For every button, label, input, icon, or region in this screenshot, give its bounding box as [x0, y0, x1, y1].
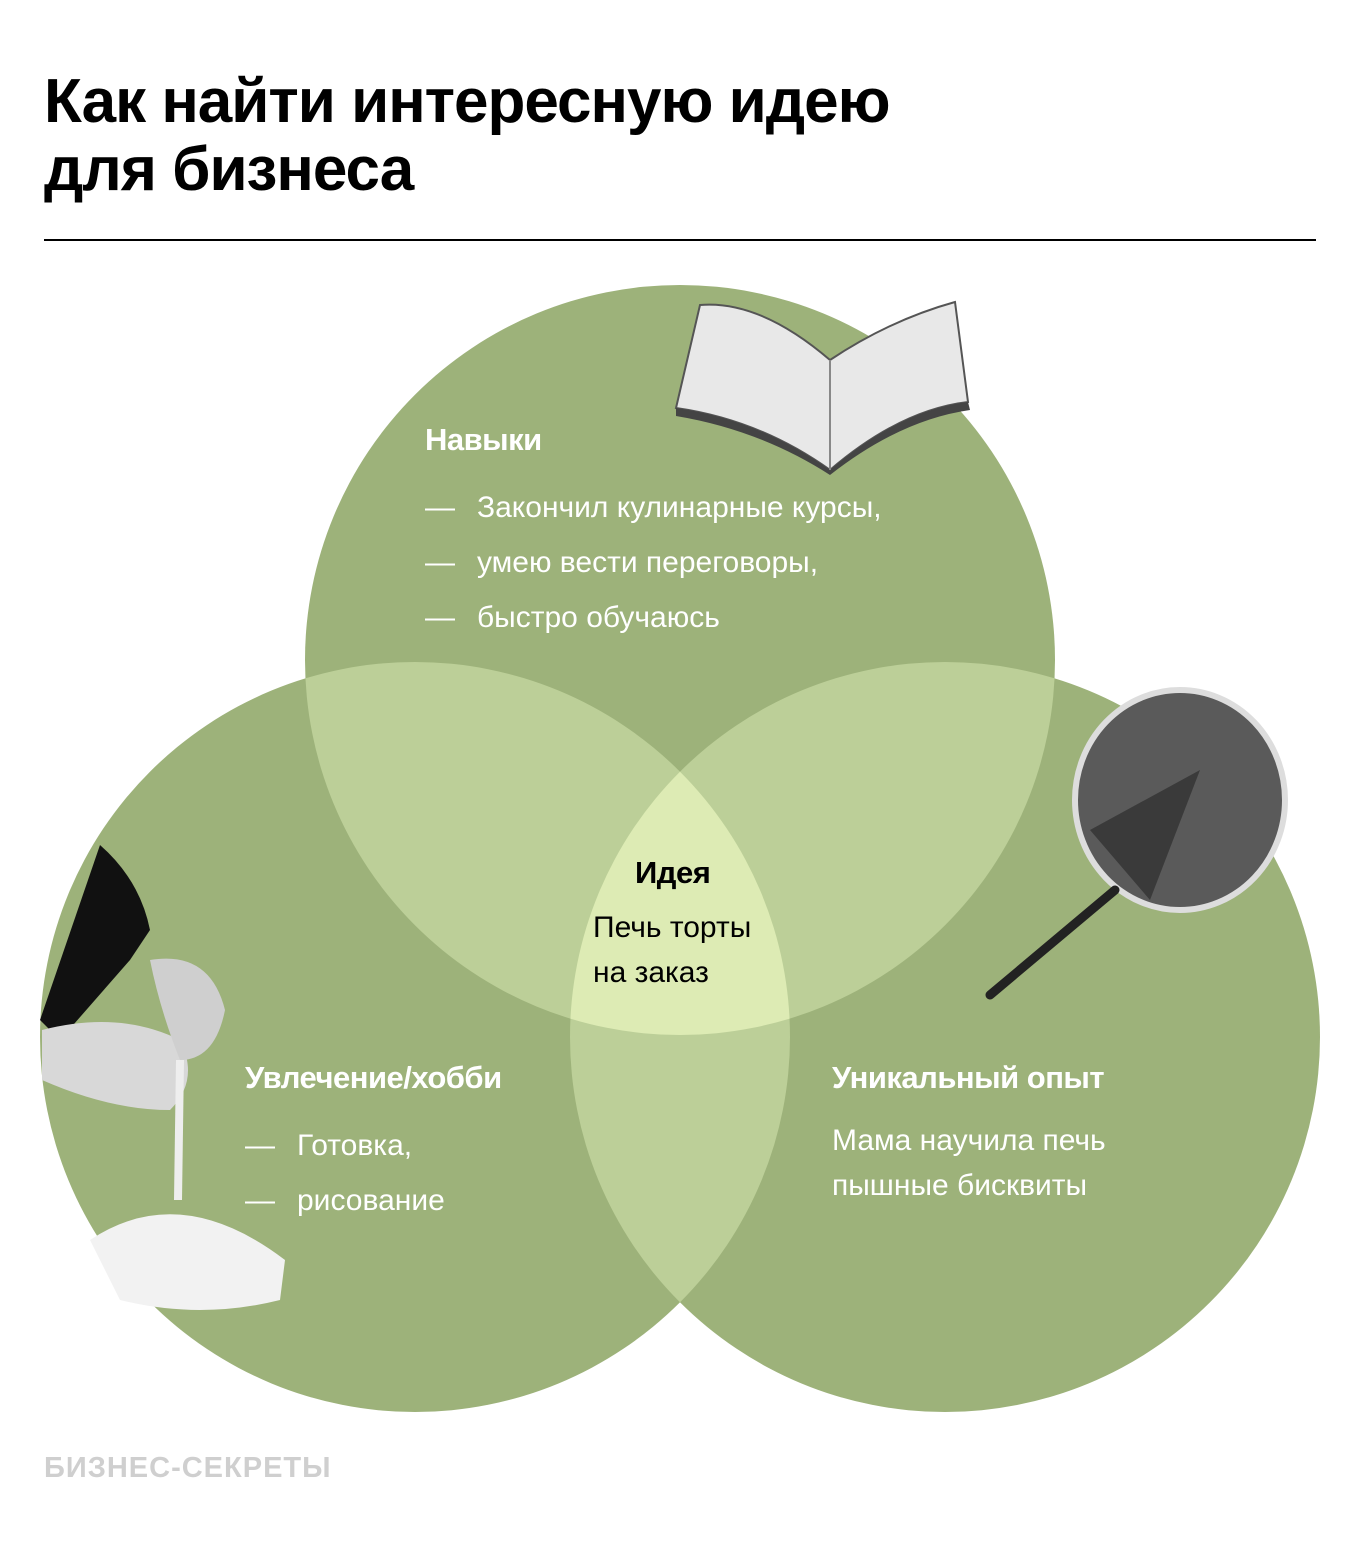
hands-cracking-egg-image — [40, 845, 285, 1310]
title-line-2: для бизнеса — [44, 135, 414, 204]
dash: — — [425, 601, 455, 634]
experience-block: Уникальный опыт Мама научила печь пышные… — [832, 1060, 1106, 1208]
overlap-skills-experience — [570, 662, 1055, 1035]
open-book-image — [674, 300, 970, 475]
dash: — — [245, 1184, 275, 1217]
overlap-skills-hobby — [305, 662, 790, 1035]
skills-item: — умею вести переговоры, — [425, 535, 882, 590]
skills-heading: Навыки — [425, 422, 542, 457]
experience-heading: Уникальный опыт — [832, 1060, 1105, 1095]
skills-item-text: умею вести переговоры, — [477, 546, 819, 579]
idea-text-line-2: на заказ — [593, 956, 709, 989]
dash: — — [425, 546, 455, 579]
title-divider — [44, 239, 1316, 241]
skills-item-text: быстро обучаюсь — [477, 601, 720, 634]
idea-block: Идея Печь торты на заказ — [593, 855, 751, 995]
skills-block: Навыки — Закончил кулинарные курсы, — умею… — [425, 422, 882, 645]
title-line-1: Как найти интересную идею — [44, 67, 891, 136]
hobby-item: — Готовка, — [245, 1118, 502, 1173]
sponge-cake-pan-image — [985, 687, 1288, 1000]
hobby-item-text: Готовка, — [297, 1129, 413, 1162]
experience-text-line-1: Мама научила печь — [832, 1124, 1106, 1157]
idea-text-line-1: Печь торты — [593, 911, 752, 944]
skills-item: — быстро обучаюсь — [425, 590, 882, 645]
hobby-item-text: рисование — [297, 1184, 445, 1217]
skills-item-text: Закончил кулинарные курсы, — [477, 491, 882, 524]
experience-text-line-2: пышные бисквиты — [832, 1169, 1088, 1202]
brand-logo: БИЗНЕС-СЕКРЕТЫ — [44, 1452, 332, 1484]
dash: — — [245, 1129, 275, 1162]
idea-heading: Идея — [635, 855, 711, 890]
hobby-item: — рисование — [245, 1173, 502, 1228]
dash: — — [425, 491, 455, 524]
hobby-block: Увлечение/хобби — Готовка, — рисование — [245, 1060, 502, 1228]
hobby-heading: Увлечение/хобби — [245, 1060, 502, 1095]
skills-item: — Закончил кулинарные курсы, — [425, 480, 882, 535]
